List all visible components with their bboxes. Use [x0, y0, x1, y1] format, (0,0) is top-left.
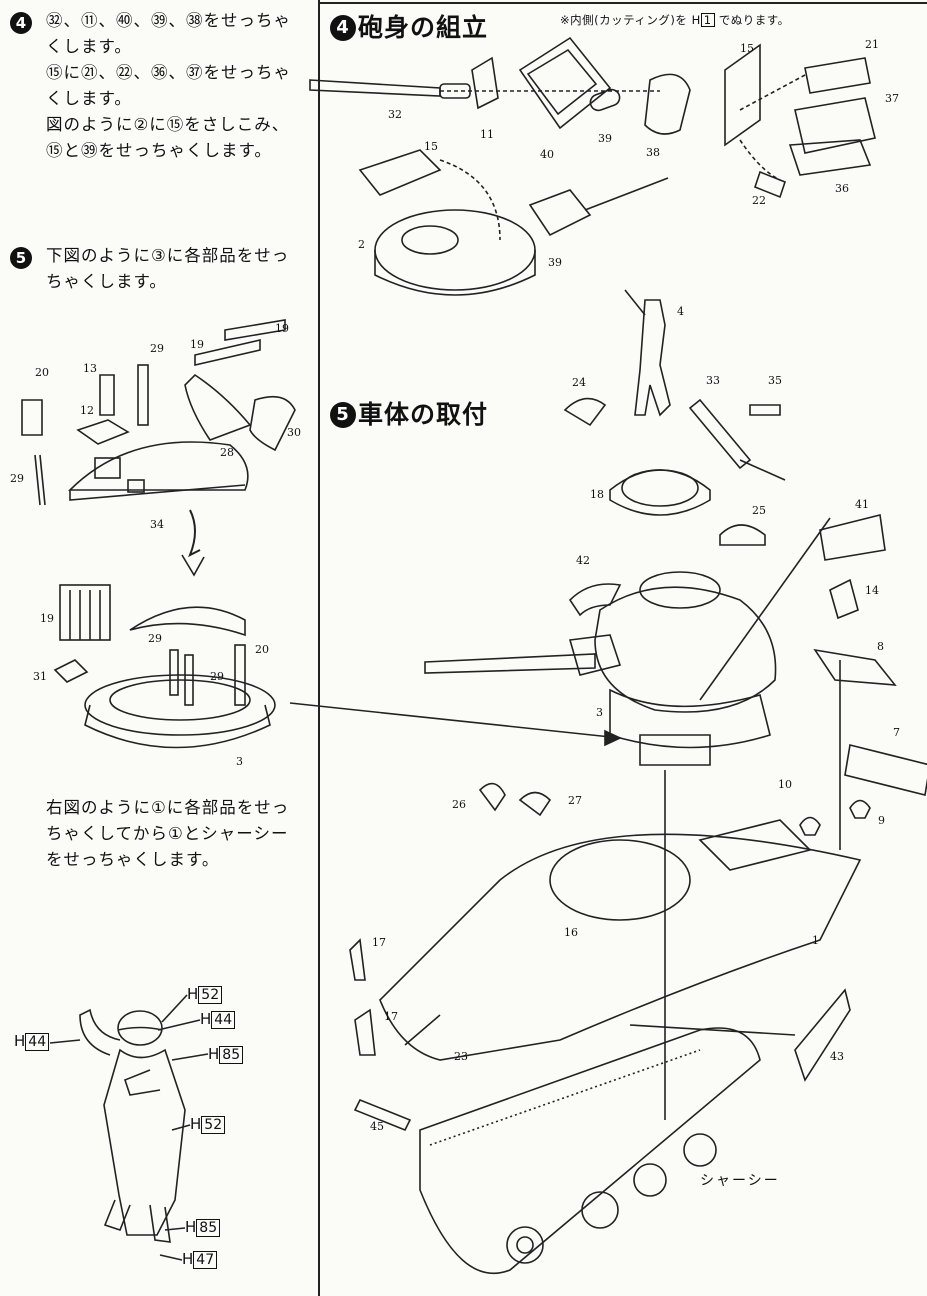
part-number: 41: [855, 498, 869, 511]
commander-and-hatch-drawing: [563, 289, 786, 546]
part-number: 7: [893, 726, 900, 739]
part-number: 9: [878, 814, 885, 827]
paint-note-prefix: ※内側(カッティング)を H: [560, 13, 701, 27]
hull-drawing: [379, 660, 927, 1120]
part-number: 29: [10, 472, 24, 485]
part-number: 18: [590, 488, 604, 501]
part-number: 17: [384, 1010, 398, 1023]
section-5-title-text: 車体の取付: [358, 400, 489, 429]
part-number: 3: [236, 755, 243, 768]
step-6-instructions: 右図のように①に各部品をせっちゃくしてから①とシャーシーをせっちゃくします。: [46, 798, 290, 869]
part-number: 31: [33, 670, 47, 683]
part-number: 13: [83, 362, 97, 375]
part-number: 17: [372, 936, 386, 949]
turret-floor-parts-drawing: [21, 319, 296, 577]
section-5-badge: 5: [330, 402, 356, 428]
part-number: 35: [768, 374, 782, 387]
part-number: 33: [706, 374, 720, 387]
step-4-instructions: ㉜、⑪、㊵、㊴、㊳をせっちゃくします。 ⑮に㉑、㉒、㊱、㊲をせっちゃくします。 …: [46, 11, 291, 160]
part-number: 2: [358, 238, 365, 251]
paint-note-code: 1: [700, 13, 715, 27]
part-number: 39: [548, 256, 562, 269]
column-divider: [318, 0, 320, 1296]
part-number: 19: [275, 322, 289, 335]
step-5-badge: 5: [10, 247, 32, 269]
part-number: 15: [740, 42, 754, 55]
part-number: 10: [778, 778, 792, 791]
chassis-drawing: [349, 938, 761, 1275]
part-number: 1: [812, 934, 819, 947]
part-number: 27: [568, 794, 582, 807]
turret-basket-drawing: [53, 584, 622, 749]
chassis-label: シャーシー: [700, 1173, 780, 1189]
part-number: 8: [877, 640, 884, 653]
part-number: 29: [150, 342, 164, 355]
part-number: 26: [452, 798, 466, 811]
section-4-badge: 4: [330, 15, 356, 41]
part-number: 37: [885, 92, 899, 105]
section-4-title-text: 砲身の組立: [358, 13, 489, 42]
part-number: 4: [677, 305, 684, 318]
part-number: 29: [210, 670, 224, 683]
step-4-badge: 4: [10, 12, 32, 34]
gun-barrel-drawing: [309, 36, 691, 135]
part-number: 20: [255, 643, 269, 656]
part-number: 23: [454, 1050, 468, 1063]
part-number: 45: [370, 1120, 384, 1133]
turret-ring-drawing: [358, 149, 669, 296]
part-number: 3: [596, 706, 603, 719]
part-number: 32: [388, 108, 402, 121]
part-number: 11: [480, 128, 494, 141]
part-number: 22: [752, 194, 766, 207]
part-number: 14: [865, 584, 879, 597]
part-number: 21: [865, 38, 879, 51]
step-5-instructions: 下図のように③に各部品をせっちゃくします。: [46, 246, 290, 291]
part-number: 36: [835, 182, 849, 195]
part-number: 19: [190, 338, 204, 351]
part-number: 43: [830, 1050, 844, 1063]
top-rule: [318, 2, 927, 4]
part-number: 29: [148, 632, 162, 645]
breech-parts-drawing: [724, 43, 876, 199]
paint-note-suffix: でぬります。: [714, 13, 790, 27]
part-number: 28: [220, 446, 234, 459]
part-number: 34: [150, 518, 164, 531]
part-number: 24: [572, 376, 586, 389]
part-number: 16: [564, 926, 578, 939]
part-number: 40: [540, 148, 554, 161]
turret-drawing: [424, 514, 897, 766]
part-number: 38: [646, 146, 660, 159]
part-number: 12: [80, 404, 94, 417]
part-number: 42: [576, 554, 590, 567]
part-number: 39: [598, 132, 612, 145]
part-number: 30: [287, 426, 301, 439]
part-number: 15: [424, 140, 438, 153]
figure-drawing: [49, 994, 209, 1261]
part-number: 19: [40, 612, 54, 625]
part-number: 25: [752, 504, 766, 517]
part-number: 20: [35, 366, 49, 379]
